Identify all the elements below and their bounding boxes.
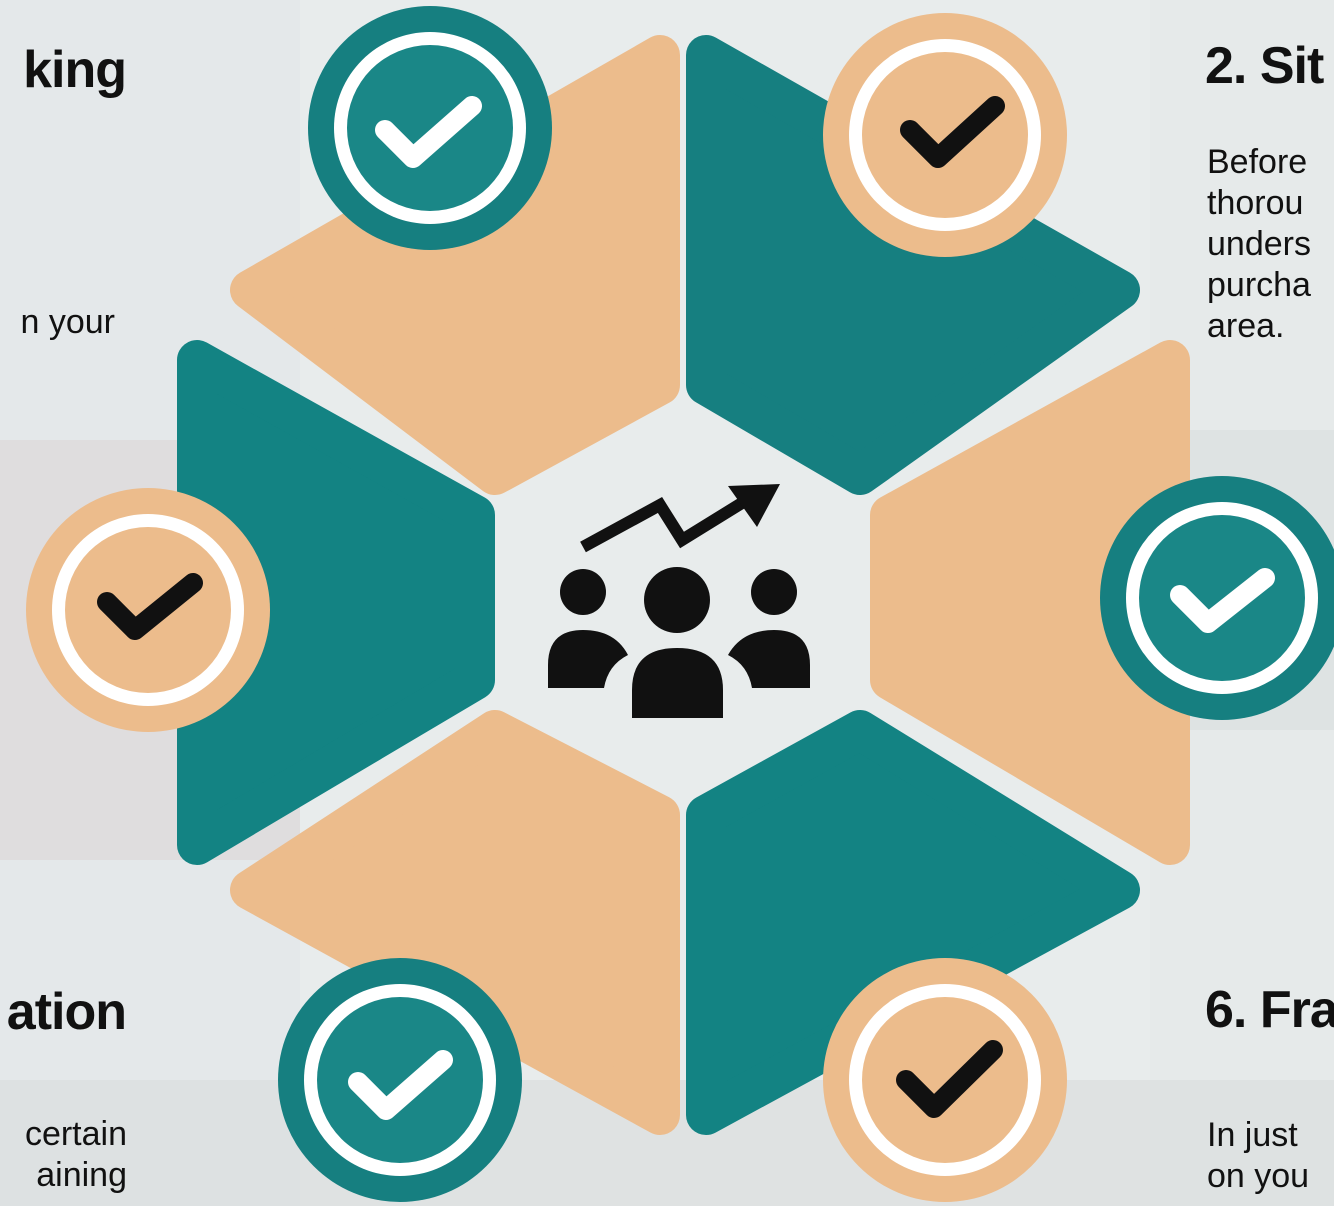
- checkmark-icon: [375, 96, 482, 168]
- right-top-body-line: purcha: [1207, 266, 1311, 304]
- left-top-heading: king: [23, 41, 127, 99]
- left-top-body-line: n your: [20, 303, 116, 341]
- left-bottom-body-line: certain: [24, 1115, 127, 1153]
- right-top-heading: 2. Sit: [1205, 37, 1324, 95]
- badge-top-left: [308, 6, 552, 250]
- checkmark-icon: [1170, 568, 1275, 633]
- right-top-body-line: area.: [1207, 307, 1285, 345]
- left-bottom-body-line: aining: [36, 1156, 127, 1194]
- checkmark-icon: [97, 573, 203, 640]
- right-bottom-body: In just on you: [1207, 1115, 1309, 1197]
- team-growth-icon: [548, 484, 810, 718]
- right-top-body-line: unders: [1207, 225, 1311, 263]
- right-bottom-heading: 6. Fra: [1205, 981, 1334, 1039]
- right-bottom-body-line: on you: [1207, 1157, 1310, 1195]
- checkmark-icon: [896, 1040, 1003, 1118]
- badge-right: [1100, 476, 1334, 720]
- right-top-body: Before thorou unders purcha area.: [1207, 142, 1311, 347]
- badge-top-right: [823, 13, 1067, 257]
- badge-left: [26, 488, 270, 732]
- right-top-body-line: Before: [1207, 143, 1308, 181]
- checkmark-icon: [348, 1050, 453, 1120]
- checkmark-icon: [900, 96, 1005, 168]
- right-bottom-body-line: In just: [1207, 1116, 1298, 1154]
- left-bottom-heading: ation: [6, 983, 127, 1041]
- badge-bottom-right: [823, 958, 1067, 1202]
- badge-bottom-left: [278, 958, 522, 1202]
- right-top-body-line: thorou: [1207, 184, 1304, 222]
